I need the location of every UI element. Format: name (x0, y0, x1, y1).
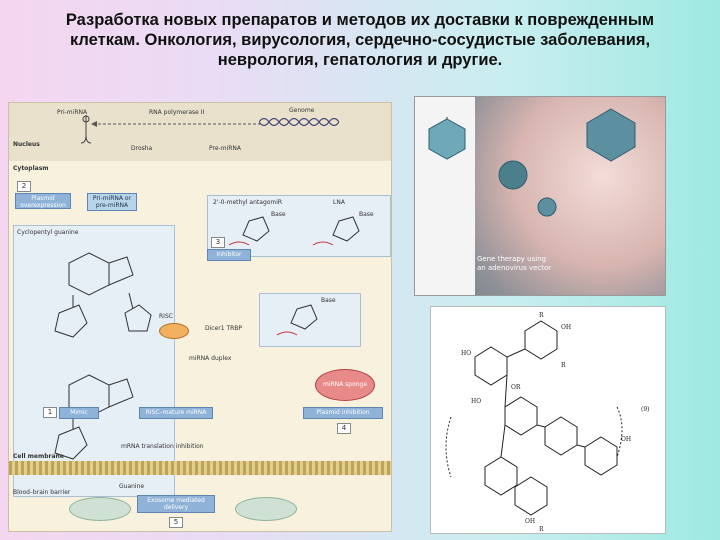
pri-pre-mirna-box: Pri-miRNA or pre-miRNA (87, 193, 137, 211)
base-label-2: Base (359, 211, 374, 218)
cell-membrane-label: Cell membrane (13, 453, 64, 460)
title-line-3: неврология, гепатология и другие. (217, 51, 503, 69)
virus-particle-4-icon (537, 197, 557, 217)
lna-label: LNA (333, 199, 345, 206)
base-structure-icon (277, 304, 318, 336)
chem-label-r1: R (539, 312, 544, 319)
pri-mirna-hairpin-icon (80, 115, 92, 144)
step-4-badge: 4 (337, 423, 351, 434)
risc-mature-mirna-box: RISC–mature miRNA (139, 407, 213, 419)
chem-label-r2: R (561, 362, 566, 369)
cyclopentylguanine-structure-icon (54, 252, 152, 338)
plasmid-overexpression-box: Plasmid overexpression (15, 193, 71, 209)
chem-label-ho1: HO (461, 350, 471, 357)
pre-mirna-label: Pre-miRNA (209, 145, 241, 152)
inhibitor-box: Inhibitor (207, 249, 251, 261)
bbb-label: Blood–brain barrier (13, 489, 71, 496)
base-label-3: Base (321, 297, 336, 304)
transcription-arrow-icon (91, 121, 261, 127)
translation-inhibition-label: mRNA translation inhibition (121, 443, 204, 450)
genome-helix-icon (259, 117, 339, 127)
polyphenol-structure-icon: R OH HO OR R (9) HO OH OH R (445, 312, 650, 533)
genome-label: Genome (289, 107, 315, 114)
chemical-structure-figure: R OH HO OR R (9) HO OH OH R (430, 306, 666, 534)
chem-label-or: OR (511, 384, 521, 391)
cytoplasm-label: Cytoplasm (13, 165, 49, 172)
virus-particle-icon (428, 117, 466, 160)
guanine-label: Guanine (119, 483, 145, 490)
risc-complex-icon (159, 323, 189, 339)
step-2-badge: 2 (17, 181, 31, 192)
title-line-2: клеткам. Онкология, вирусология, сердечн… (69, 31, 651, 49)
virus-particle-2-icon (498, 160, 528, 190)
cyclopentylguanine-label: Cyclopentyl guanine (17, 229, 79, 236)
mirna-sponge-icon: miRNA sponge (315, 369, 375, 401)
exosome-delivery-box: Exosome mediated delivery (137, 495, 215, 513)
chem-label-number: (9) (641, 406, 650, 413)
chem-label-r3: R (539, 526, 544, 533)
exosome-left-icon (69, 497, 131, 521)
chem-label-ho2: HO (471, 398, 481, 405)
mimic-box: Mimic (59, 407, 99, 419)
chem-label-oh1: OH (561, 324, 571, 331)
adenovirus-figure: Gene therapy using an adenovirus vector (414, 96, 666, 296)
virus-caption-line-1: Gene therapy using (477, 255, 547, 263)
step-5-badge: 5 (169, 517, 183, 528)
nucleus-label: Nucleus (13, 141, 40, 148)
pri-mirna-label: Pri-miRNA (57, 109, 88, 116)
cell-membrane-band (9, 461, 391, 475)
rna-polymerase-label: RNA polymerase II (149, 109, 205, 116)
cyclopentylguanine-panel (13, 225, 175, 497)
nucleus-region (9, 103, 391, 161)
base-label-1: Base (271, 211, 286, 218)
chem-label-oh3: OH (525, 518, 535, 525)
risc-label: RISC (159, 313, 173, 320)
mirna-pathway-figure: Pri-miRNA RNA polymerase II Genome Nucle… (8, 102, 392, 532)
slide-title: Разработка новых препаратов и методов их… (20, 10, 700, 70)
base-panel (259, 293, 361, 347)
exosome-right-icon (235, 497, 297, 521)
virus-caption: Gene therapy using an adenovirus vector (477, 255, 551, 273)
antagomir-label: 2'-0-methyl antagomiR (213, 199, 283, 206)
antagomir-panel (207, 195, 391, 257)
step-3-badge: 3 (211, 237, 225, 248)
step-1-badge: 1 (43, 407, 57, 418)
antagomir-structure-icon (229, 216, 360, 246)
dicer-label: Dicer1 TRBP (205, 325, 243, 332)
duplex-label: miRNA duplex (189, 355, 232, 362)
virus-particle-3-icon (586, 108, 636, 162)
title-line-1: Разработка новых препаратов и методов их… (65, 11, 655, 29)
plasmid-inhibition-box: Plasmid inhibition (303, 407, 383, 419)
virus-caption-line-2: an adenovirus vector (477, 264, 552, 272)
chem-label-oh2: OH (621, 436, 631, 443)
drosha-label: Drosha (131, 145, 153, 152)
